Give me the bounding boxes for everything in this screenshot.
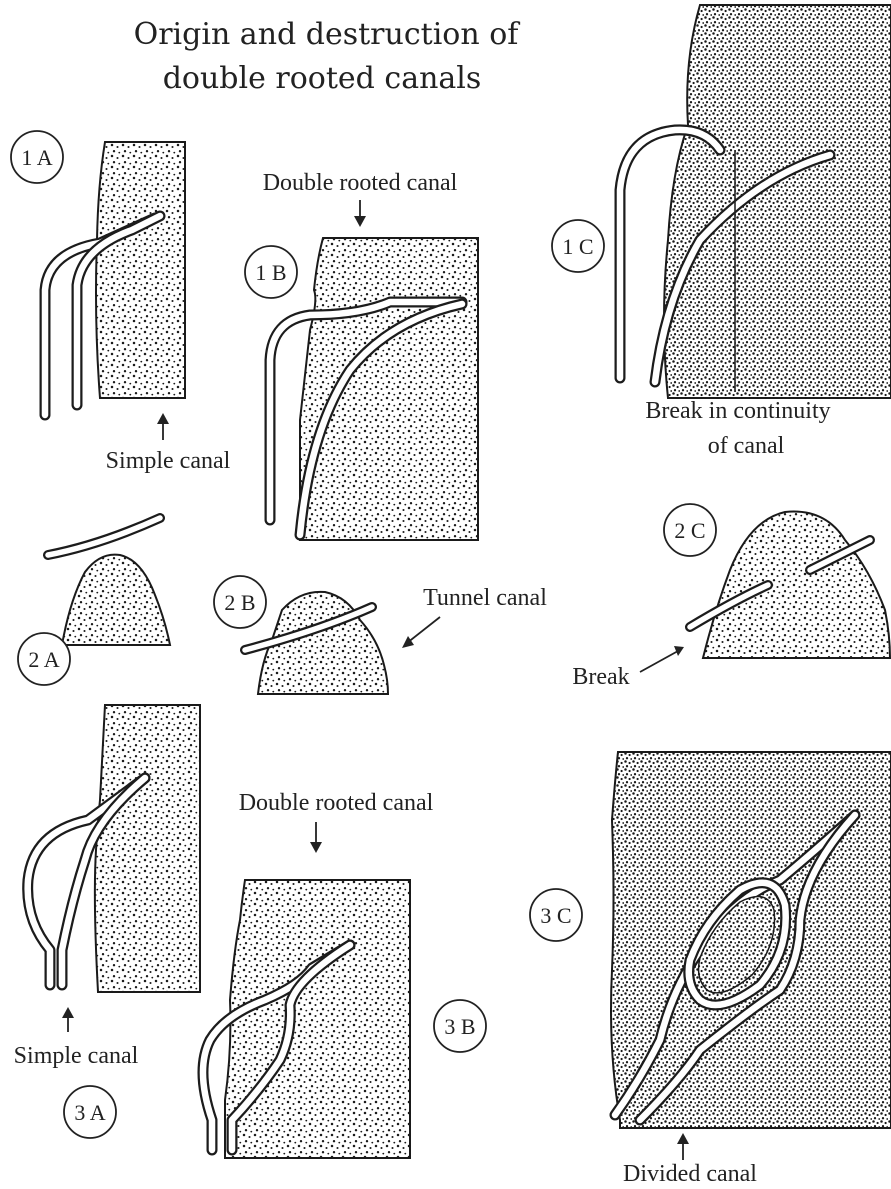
arrowhead-simple-canal-bottom bbox=[62, 1007, 74, 1018]
panel-3b: 3 B bbox=[203, 880, 486, 1158]
tissue-3a bbox=[95, 705, 200, 992]
arrowhead-double-rooted-top bbox=[354, 216, 366, 227]
arrowhead-double-rooted-bottom bbox=[310, 842, 322, 853]
label-break: Break bbox=[572, 664, 629, 690]
label-break-in-continuity-line-1: Break in continuity bbox=[645, 398, 830, 424]
panel-label-1b: 1 B bbox=[255, 260, 286, 285]
panel-label-3a: 3 A bbox=[74, 1100, 105, 1125]
arrowhead-break bbox=[674, 646, 684, 656]
label-double-rooted-canal-top: Double rooted canal bbox=[263, 170, 458, 196]
label-double-rooted-canal-bottom: Double rooted canal bbox=[239, 790, 434, 816]
panel-2b: 2 B bbox=[214, 576, 388, 694]
tissue-2c bbox=[703, 512, 890, 658]
panel-label-1c: 1 C bbox=[562, 234, 593, 259]
panel-1a: 1 A bbox=[11, 131, 185, 415]
panel-2a: 2 A bbox=[18, 518, 170, 685]
figure-title-line-1: Origin and destruction of bbox=[134, 17, 521, 52]
arrow-tunnel-canal bbox=[407, 617, 440, 643]
arrowhead-simple-canal-top bbox=[157, 413, 169, 424]
arrow-break bbox=[640, 651, 678, 672]
tissue-2a bbox=[62, 555, 170, 645]
tissue-1b bbox=[300, 238, 478, 540]
panel-label-2b: 2 B bbox=[224, 590, 255, 615]
panel-1b: 1 B bbox=[245, 238, 478, 540]
arrowhead-divided-canal bbox=[677, 1133, 689, 1144]
panel-1c: 1 C bbox=[552, 5, 891, 398]
panel-3c: 3 C bbox=[530, 752, 891, 1128]
tissue-3b bbox=[225, 880, 410, 1158]
panel-label-2c: 2 C bbox=[674, 518, 705, 543]
label-break-in-continuity-line-2: of canal bbox=[708, 433, 785, 459]
label-simple-canal-top: Simple canal bbox=[106, 448, 231, 474]
panel-label-3b: 3 B bbox=[444, 1014, 475, 1039]
tissue-1a bbox=[96, 142, 185, 398]
panel-2c: 2 C bbox=[664, 504, 890, 658]
label-simple-canal-bottom: Simple canal bbox=[14, 1043, 139, 1069]
tissue-1c bbox=[664, 5, 891, 398]
label-tunnel-canal: Tunnel canal bbox=[423, 585, 547, 611]
panel-label-2a: 2 A bbox=[28, 647, 59, 672]
panel-label-1a: 1 A bbox=[21, 145, 52, 170]
panel-3a: 3 A bbox=[28, 705, 200, 1138]
figure-title-line-2: double rooted canals bbox=[163, 61, 482, 96]
panel-label-3c: 3 C bbox=[540, 903, 571, 928]
label-divided-canal: Divided canal bbox=[623, 1161, 757, 1187]
